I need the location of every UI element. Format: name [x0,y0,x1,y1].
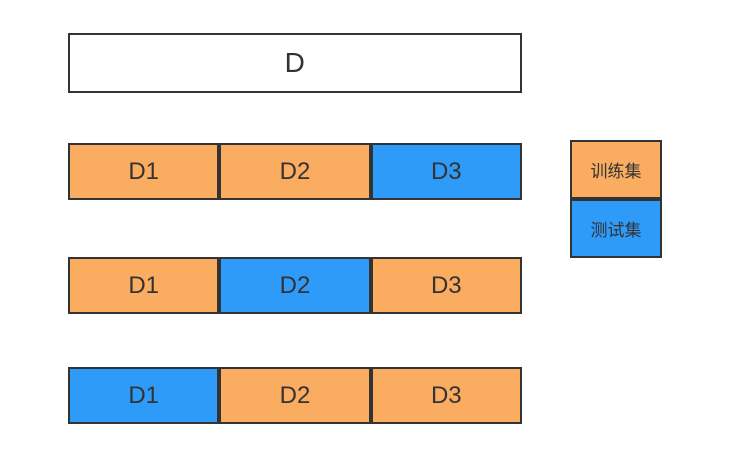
fold-cell: D3 [370,257,522,314]
fold-cell: D1 [68,367,220,424]
dataset-label: D [284,47,306,78]
legend-train-item: 训练集 [570,140,662,199]
fold-cell: D2 [219,143,371,200]
legend: 训练集 测试集 [570,140,662,258]
fold-cell: D3 [370,367,522,424]
fold-cell: D2 [219,367,371,424]
fold-cell: D1 [68,257,220,314]
fold-row-1: D1 D2 D3 [68,143,522,200]
fold-row-2: D1 D2 D3 [68,257,522,314]
dataset-box: D [68,33,522,93]
fold-cell: D3 [370,143,522,200]
fold-row-3: D1 D2 D3 [68,367,522,424]
legend-test-item: 测试集 [570,199,662,258]
fold-cell: D2 [219,257,371,314]
fold-cell: D1 [68,143,220,200]
